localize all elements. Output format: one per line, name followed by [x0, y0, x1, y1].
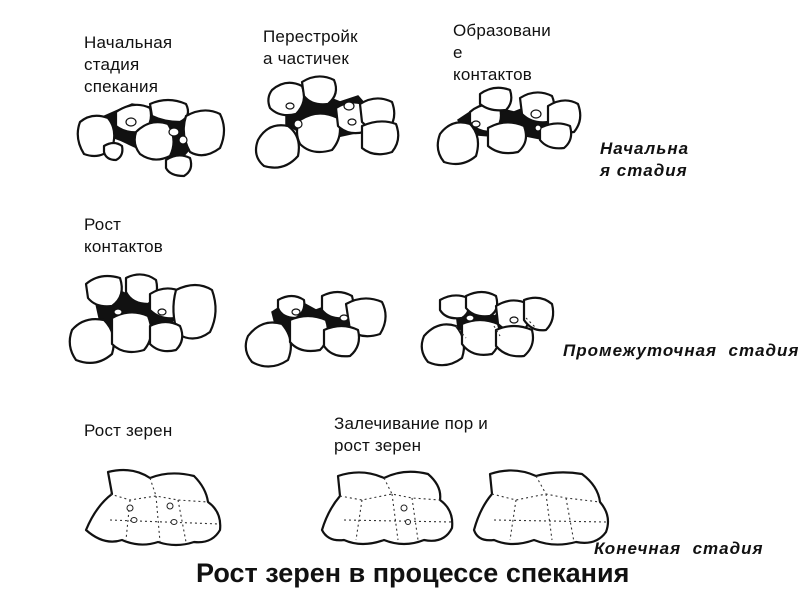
- label-contact-formation: Образовани е контактов: [453, 21, 551, 84]
- label-pore-healing: Залечивание пор и рост зерен: [334, 414, 488, 455]
- label-grain-growth: Рост зерен: [84, 421, 173, 440]
- stage-final: Конечная стадия: [594, 539, 764, 558]
- label-particle-rearrangement: Перестройк а частичек: [263, 27, 358, 68]
- panel-contact-formation: [436, 86, 582, 166]
- panel-particle-rearrangement: [254, 75, 400, 169]
- label-initial-sintering: Начальная стадия спекания: [84, 33, 173, 96]
- panel-initial-sintering: [76, 98, 226, 178]
- panel-grain-growth: [84, 468, 222, 547]
- stage-intermediate: Промежуточная стадия: [563, 341, 800, 360]
- panel-contact-growth: [68, 273, 217, 365]
- stage-initial: Начальна я стадия: [600, 139, 690, 180]
- panel-contact-growth-3: [420, 290, 555, 367]
- panel-final-stage: [472, 469, 610, 546]
- panel-pore-healing: [320, 470, 454, 546]
- figure-title: Рост зерен в процессе спекания: [196, 558, 630, 588]
- panel-contact-growth-2: [244, 290, 387, 368]
- label-contact-growth: Рост контактов: [84, 215, 164, 256]
